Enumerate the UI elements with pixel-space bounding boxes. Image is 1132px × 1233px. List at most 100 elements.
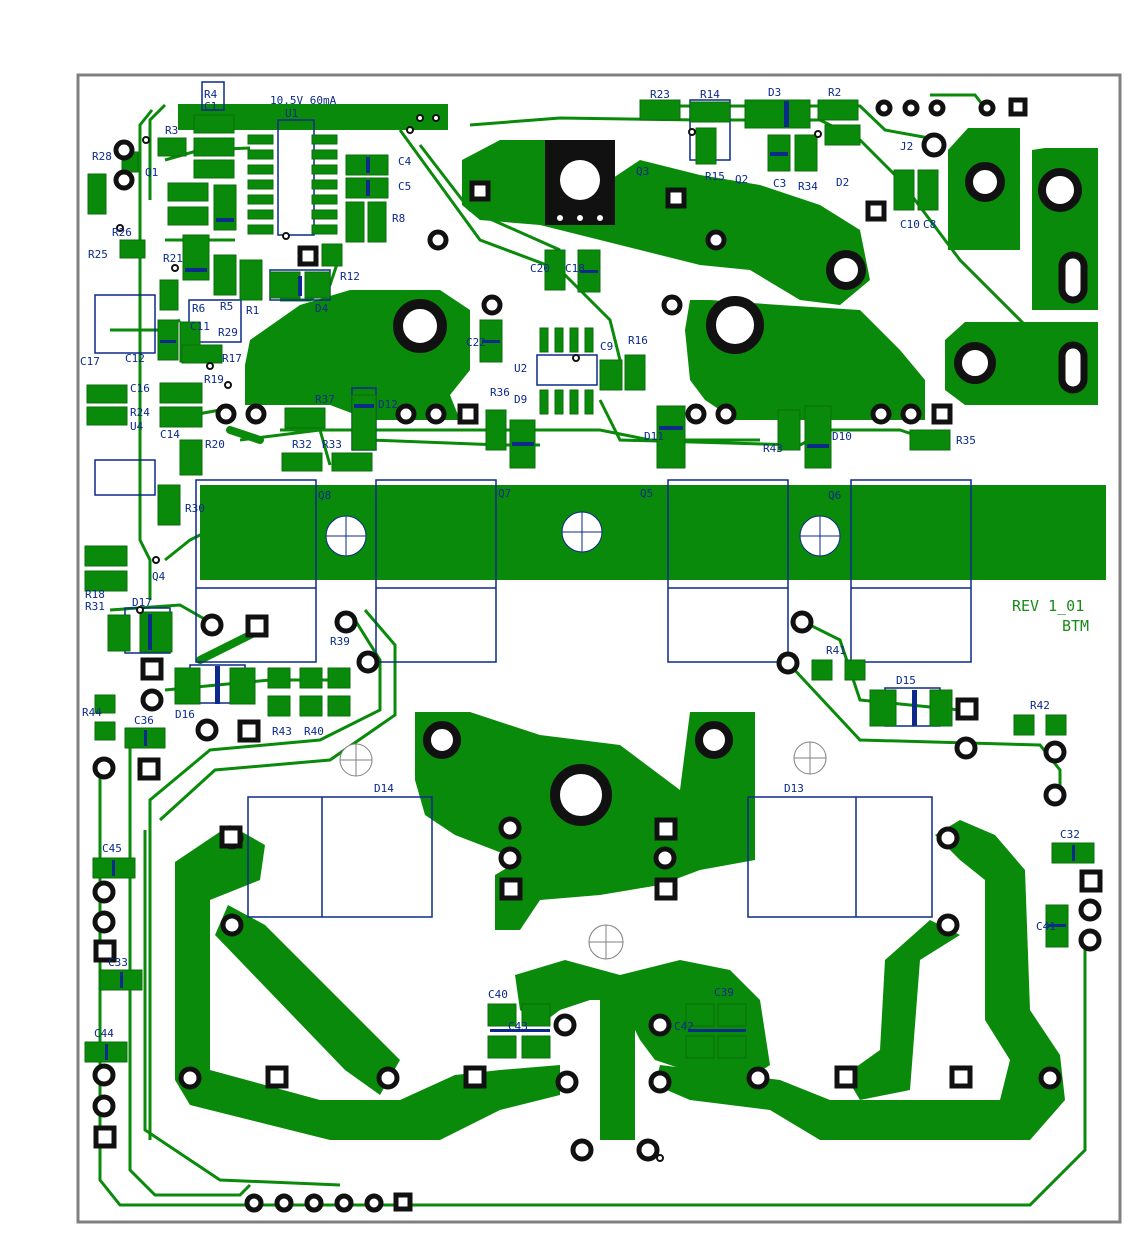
pad-u1-7 bbox=[247, 224, 274, 235]
c17-outline bbox=[94, 294, 156, 354]
th-pad-23 bbox=[140, 688, 164, 712]
label-r26: R26 bbox=[112, 226, 132, 239]
pad-r36-a bbox=[485, 409, 507, 451]
th-sq-9 bbox=[137, 757, 161, 781]
label-c9: C9 bbox=[600, 340, 613, 353]
pad-c9-a bbox=[599, 359, 623, 391]
via-3 bbox=[432, 114, 440, 122]
pad-r40-a bbox=[299, 667, 323, 689]
label-r36: R36 bbox=[490, 386, 510, 399]
mount-hole-center-l bbox=[423, 721, 461, 759]
th-pad-38 bbox=[220, 913, 244, 937]
th-pad-50 bbox=[570, 1138, 594, 1162]
mount-hole-center-r bbox=[695, 721, 733, 759]
th-pad-6 bbox=[705, 229, 727, 251]
th-pad-28 bbox=[954, 736, 978, 760]
pol-d10 bbox=[807, 444, 829, 448]
r4-outline bbox=[201, 81, 225, 111]
via-8 bbox=[171, 264, 179, 272]
label-u1: U1 bbox=[285, 107, 298, 120]
via-4 bbox=[142, 136, 150, 144]
pol-c45 bbox=[112, 860, 115, 876]
th-sq-20 bbox=[949, 1065, 973, 1089]
pad-u1-6 bbox=[247, 209, 274, 220]
pad-c10-a bbox=[893, 169, 915, 211]
label-r30: R30 bbox=[185, 502, 205, 515]
th-pad-4 bbox=[481, 294, 503, 316]
pad-u1-11 bbox=[311, 179, 338, 190]
label-r20: R20 bbox=[205, 438, 225, 451]
label-d16: D16 bbox=[175, 708, 195, 721]
pad-r39-b bbox=[327, 695, 351, 717]
side-text: BTM bbox=[1062, 617, 1089, 635]
label-r2: R2 bbox=[828, 86, 841, 99]
d13-outline bbox=[747, 796, 933, 918]
th-pad-41 bbox=[648, 1013, 672, 1037]
pol-d4 bbox=[298, 276, 302, 296]
pad-r42-b bbox=[1045, 714, 1067, 736]
pad-u1-3 bbox=[247, 164, 274, 175]
pad-r34-a bbox=[794, 134, 818, 172]
slot-holes bbox=[1058, 251, 1088, 394]
th-pad-5 bbox=[661, 294, 683, 316]
pad-c40-b bbox=[521, 1003, 551, 1027]
th-sq-5 bbox=[931, 403, 953, 425]
pad-c39-c bbox=[685, 1035, 715, 1059]
th-sq-24 bbox=[665, 187, 687, 209]
pad-r41-b bbox=[844, 659, 866, 681]
th-pad-16 bbox=[685, 403, 707, 425]
trace-right-side bbox=[788, 663, 1062, 795]
label-q5: Q5 bbox=[640, 487, 653, 500]
pad-d16-b bbox=[229, 667, 256, 705]
label-r29: R29 bbox=[218, 326, 238, 339]
label-r37: R37 bbox=[315, 393, 335, 406]
polarity-marks bbox=[105, 101, 1075, 1060]
th-sq-18 bbox=[463, 1065, 487, 1089]
label-u2: U2 bbox=[514, 362, 527, 375]
pad-c1-a bbox=[193, 137, 235, 157]
label-c14: C14 bbox=[160, 428, 180, 441]
pad-c8-a bbox=[917, 169, 939, 211]
pad-r30-a bbox=[157, 484, 181, 526]
pad-r20-a bbox=[179, 439, 203, 476]
pad-c14-a bbox=[159, 406, 203, 428]
th-pad-10 bbox=[978, 99, 996, 117]
label-r33: R33 bbox=[322, 438, 342, 451]
th-sq-8 bbox=[237, 719, 261, 743]
pad-d17-b bbox=[139, 611, 173, 653]
th-pad-24 bbox=[195, 718, 219, 742]
vias bbox=[116, 114, 822, 1162]
label-c39: C39 bbox=[714, 986, 734, 999]
pad-r37-a bbox=[284, 407, 326, 429]
label-r39: R39 bbox=[330, 635, 350, 648]
label-r8: R8 bbox=[392, 212, 405, 225]
via-12 bbox=[814, 130, 822, 138]
pad-c20-a bbox=[544, 249, 566, 291]
pol-c44 bbox=[105, 1044, 108, 1060]
pad-r1-a bbox=[239, 259, 263, 301]
pad-u2-6 bbox=[554, 389, 564, 415]
label-c3: C3 bbox=[773, 177, 786, 190]
pad-r15-a bbox=[695, 127, 717, 165]
via-15 bbox=[656, 1154, 664, 1162]
th-pad-17 bbox=[715, 403, 737, 425]
th-sq-21 bbox=[93, 1125, 117, 1149]
pad-d10-a bbox=[804, 405, 832, 469]
pad-u1-4 bbox=[247, 179, 274, 190]
label-c5: C5 bbox=[398, 180, 411, 193]
pad-r24-a bbox=[86, 406, 128, 426]
pad-q1-d bbox=[213, 184, 237, 231]
pad-r25-a bbox=[87, 173, 107, 215]
label-r35: R35 bbox=[956, 434, 976, 447]
th-pad-15 bbox=[425, 403, 447, 425]
pad-u1-12 bbox=[311, 194, 338, 205]
mount-hole-center bbox=[550, 764, 612, 826]
pol-c39 bbox=[688, 1029, 746, 1032]
label-r23: R23 bbox=[650, 88, 670, 101]
pol-c18 bbox=[580, 270, 598, 273]
mosfet-holes bbox=[325, 511, 841, 557]
trace-left-border-2 bbox=[148, 103, 167, 200]
th-pad-37 bbox=[92, 910, 116, 934]
pol-c32 bbox=[1072, 845, 1075, 861]
pol-c5 bbox=[366, 180, 370, 196]
